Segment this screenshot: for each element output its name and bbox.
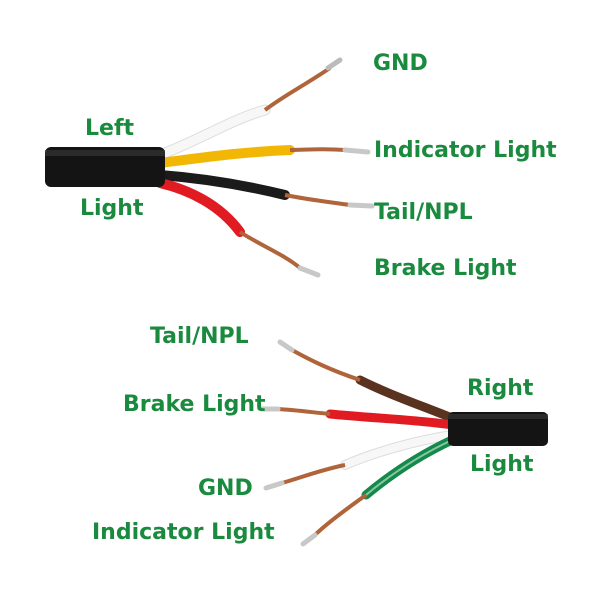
left-wire-red <box>155 178 245 237</box>
right-wire-white-label: GND <box>198 476 253 501</box>
left-wire-black-label: Tail/NPL <box>374 200 473 225</box>
right-wire-red <box>325 409 457 430</box>
left-wire-red-label: Brake Light <box>374 256 517 281</box>
left-wire-black <box>155 170 290 200</box>
left-wire-yellow <box>155 145 295 168</box>
right-wire-green-copper <box>313 493 368 537</box>
right-wire-red-label: Brake Light <box>123 392 266 417</box>
left-cable-jacket <box>45 147 165 187</box>
left-wire-white-label: GND <box>373 51 428 76</box>
left-label-bottom: Light <box>80 196 144 221</box>
right-label-top: Right <box>467 376 534 401</box>
right-wire-red-copper <box>277 407 331 416</box>
left-wire-yellow-copper <box>289 147 346 152</box>
right-label-bottom: Light <box>470 452 534 477</box>
left-wire-yellow-label: Indicator Light <box>374 138 557 163</box>
left-label-top: Left <box>85 116 135 141</box>
right-wire-white-copper <box>281 463 346 485</box>
right-wire-brown <box>355 375 457 423</box>
left-cable <box>45 57 375 278</box>
right-wire-green-label: Indicator Light <box>92 520 275 545</box>
left-wire-white-copper <box>263 66 332 112</box>
right-cable-jacket <box>448 412 548 446</box>
right-wire-brown-copper <box>291 348 361 382</box>
left-wire-black-copper <box>284 193 351 207</box>
right-cable <box>259 339 548 547</box>
right-wire-brown-label: Tail/NPL <box>150 324 249 349</box>
left-wire-red-copper <box>238 230 302 270</box>
